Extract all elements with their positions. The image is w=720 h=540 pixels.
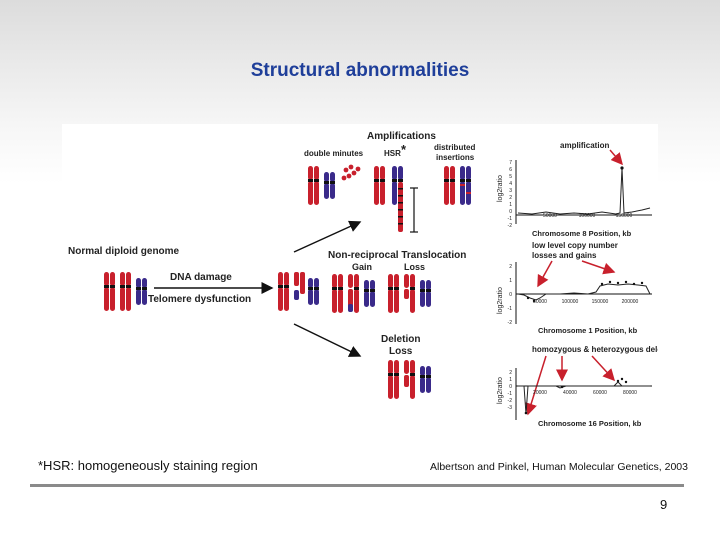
plot2-xlabel: Chromosome 1 Position, kb — [538, 326, 638, 335]
plot-chr8: amplification log2ratio 7 6 5 4 3 2 1 0 … — [497, 141, 652, 238]
plot3-xlabel: Chromosome 16 Position, kb — [538, 419, 642, 428]
plot2-ytick: 0 — [509, 292, 512, 298]
plot2-annotation-line2: losses and gains — [532, 251, 597, 260]
plot1-ylabel: log2ratio — [497, 175, 504, 202]
hsr-asterisk: * — [401, 142, 407, 157]
plot3-ytick: -3 — [508, 405, 513, 411]
citation: Albertson and Pinkel, Human Molecular Ge… — [430, 461, 688, 473]
plot1-ytick: 0 — [509, 209, 512, 215]
plot1-ytick: 1 — [509, 202, 512, 208]
double-minutes-label: double minutes — [304, 149, 364, 158]
hsr-chromosomes — [374, 166, 418, 233]
plot2-ytick: 2 — [509, 264, 512, 270]
plot1-ytick: 6 — [509, 167, 512, 173]
plot1-ytick: 7 — [509, 160, 512, 166]
hsr-footnote: *HSR: homogeneously staining region — [38, 458, 258, 473]
gain-label: Gain — [352, 262, 372, 272]
plot1-ytick: 2 — [509, 195, 512, 201]
plot2-annotation-line1: low level copy number — [532, 241, 618, 250]
insertions-label: insertions — [436, 153, 475, 162]
arrow-to-amplifications — [293, 220, 362, 253]
plot1-xtick: 150000 — [616, 213, 633, 219]
plot1-ytick: 4 — [509, 181, 512, 187]
plot1-annotation: amplification — [560, 141, 609, 150]
plot2-xtick: 200000 — [622, 299, 639, 305]
hsr-label: HSR — [384, 149, 401, 158]
plot3-ytick: 1 — [509, 377, 512, 383]
plot2-xtick: 150000 — [592, 299, 609, 305]
deletion-loss-label: Loss — [389, 346, 413, 357]
plot3-ylabel: log2ratio — [497, 377, 504, 404]
plot2-ytick: 1 — [509, 278, 512, 284]
deletion-label: Deletion — [381, 334, 420, 345]
translocation-chromosomes — [332, 274, 431, 313]
plot1-xlabel: Chromosome 8 Position, kb — [532, 229, 632, 238]
plot2-xtick: 100000 — [562, 299, 579, 305]
plot1-ytick: -1 — [508, 216, 513, 222]
plot3-annotation: homozygous & heterozygous deletion — [532, 345, 658, 354]
plot3-xtick: 20000 — [533, 390, 547, 396]
plot1-ytick: 3 — [509, 188, 512, 194]
amplifications-label: Amplifications — [367, 131, 436, 142]
plot-chr16: homozygous & heterozygous deletion log2r… — [497, 345, 677, 428]
plot2-ytick: -1 — [508, 306, 513, 312]
arrow-to-deletion — [293, 323, 362, 357]
plot3-ytick: 2 — [509, 370, 512, 376]
structural-abnormalities-figure: Normal diploid genome DNA damage Telomer… — [68, 131, 677, 428]
plot1-ytick: -2 — [508, 223, 513, 229]
plot1-ytick: 5 — [509, 174, 512, 180]
deletion-chromosomes — [388, 360, 431, 399]
plot2-ytick: -2 — [508, 320, 513, 326]
plot1-xtick: 100000 — [579, 213, 596, 219]
slide-title: Structural abnormalities — [250, 60, 470, 81]
plot3-ytick: 0 — [509, 384, 512, 390]
footer-divider — [30, 484, 684, 487]
plot3-ytick: -1 — [508, 391, 513, 397]
plot2-xtick: 50000 — [533, 299, 547, 305]
distributed-label: distributed — [434, 143, 475, 152]
normal-genome-label: Normal diploid genome — [68, 246, 180, 257]
loss-label: Loss — [404, 262, 425, 272]
plot2-ylabel: log2ratio — [497, 287, 504, 314]
page-number: 9 — [660, 497, 668, 512]
telomere-dysfunction-label: Telomere dysfunction — [148, 294, 251, 305]
double-minutes-chromosomes — [308, 164, 361, 205]
plot3-xtick: 40000 — [563, 390, 577, 396]
figure-panel: Normal diploid genome DNA damage Telomer… — [62, 124, 677, 436]
distributed-insertions-chromosomes — [444, 166, 471, 205]
plot-chr1: low level copy number losses and gains l… — [497, 241, 652, 335]
plot3-xtick: 80000 — [623, 390, 637, 396]
plot3-xtick: 60000 — [593, 390, 607, 396]
plot1-xtick: 50000 — [543, 213, 557, 219]
plot3-ytick: -2 — [508, 398, 513, 404]
dna-damage-label: DNA damage — [170, 272, 232, 283]
normal-chromosomes — [104, 272, 147, 311]
damaged-chromosomes — [278, 272, 319, 311]
translocation-label: Non-reciprocal Translocation — [328, 250, 466, 261]
